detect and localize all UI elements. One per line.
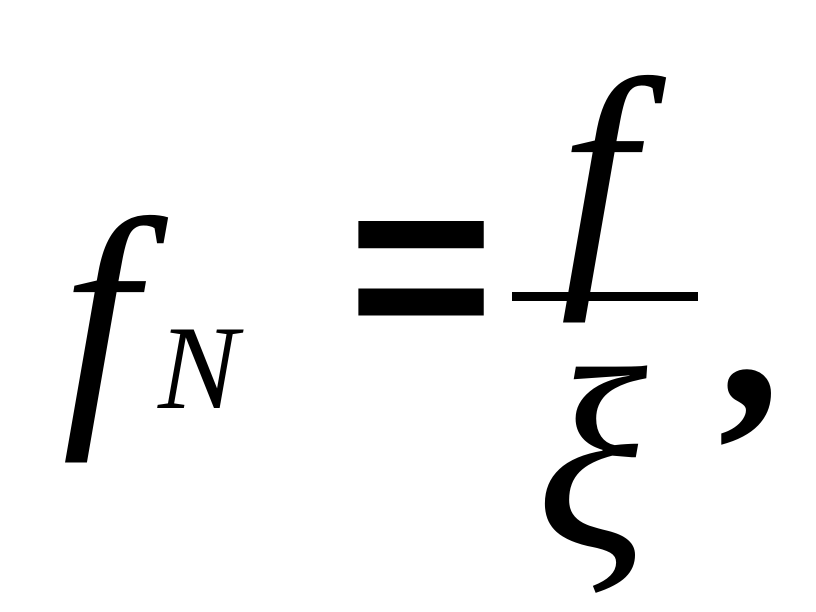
trailing-comma: , (718, 184, 781, 461)
equals-sign: = (348, 125, 494, 404)
fraction-bar (512, 292, 698, 301)
lhs-subscript: N (158, 301, 239, 434)
fraction-numerator: f (560, 25, 636, 324)
fraction-denominator: ξ (536, 316, 648, 604)
lhs-symbol: f (62, 165, 138, 464)
